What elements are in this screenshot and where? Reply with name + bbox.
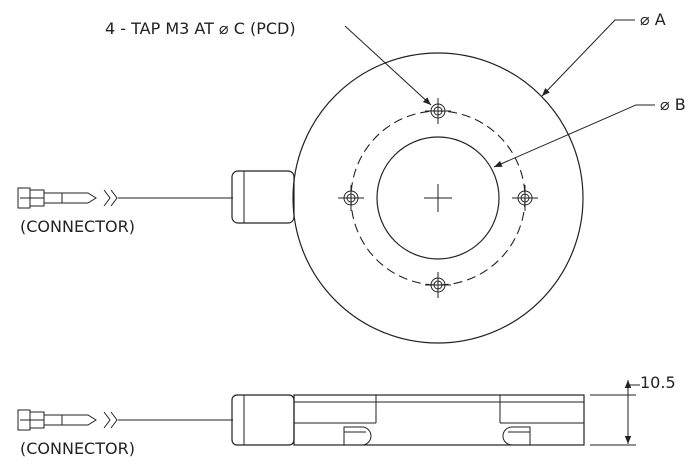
tap-hole-right bbox=[512, 185, 538, 211]
dia-b-leader bbox=[493, 104, 655, 168]
tap-hole-top bbox=[425, 98, 451, 124]
dia-b-label: ⌀ B bbox=[660, 95, 686, 114]
side-view: 10.5 (CONNECTOR) bbox=[17, 373, 676, 458]
height-label: 10.5 bbox=[640, 373, 676, 392]
dia-a-leader bbox=[541, 19, 635, 97]
dia-a-label: ⌀ A bbox=[640, 10, 666, 29]
body-side-profile bbox=[293, 394, 585, 446]
center-mark bbox=[424, 184, 452, 212]
top-view: 4 - TAP M3 AT ⌀ C (PCD) ⌀ A ⌀ B (CONNECT… bbox=[17, 10, 686, 344]
tap-leader bbox=[344, 25, 432, 106]
inner-bore bbox=[376, 136, 500, 260]
cable-gland-bottom bbox=[231, 394, 295, 446]
tap-hole-bottom bbox=[425, 272, 451, 298]
outer-ring bbox=[292, 52, 584, 344]
tap-note-label: 4 - TAP M3 AT ⌀ C (PCD) bbox=[105, 19, 296, 38]
connector-plug-bottom bbox=[17, 409, 118, 431]
cable-gland-top bbox=[231, 170, 295, 224]
connector-plug-top bbox=[17, 187, 118, 209]
connector-label-top: (CONNECTOR) bbox=[20, 217, 135, 236]
connector-label-bottom: (CONNECTOR) bbox=[20, 439, 135, 458]
tap-hole-left bbox=[338, 185, 364, 211]
height-dimension bbox=[590, 380, 640, 446]
